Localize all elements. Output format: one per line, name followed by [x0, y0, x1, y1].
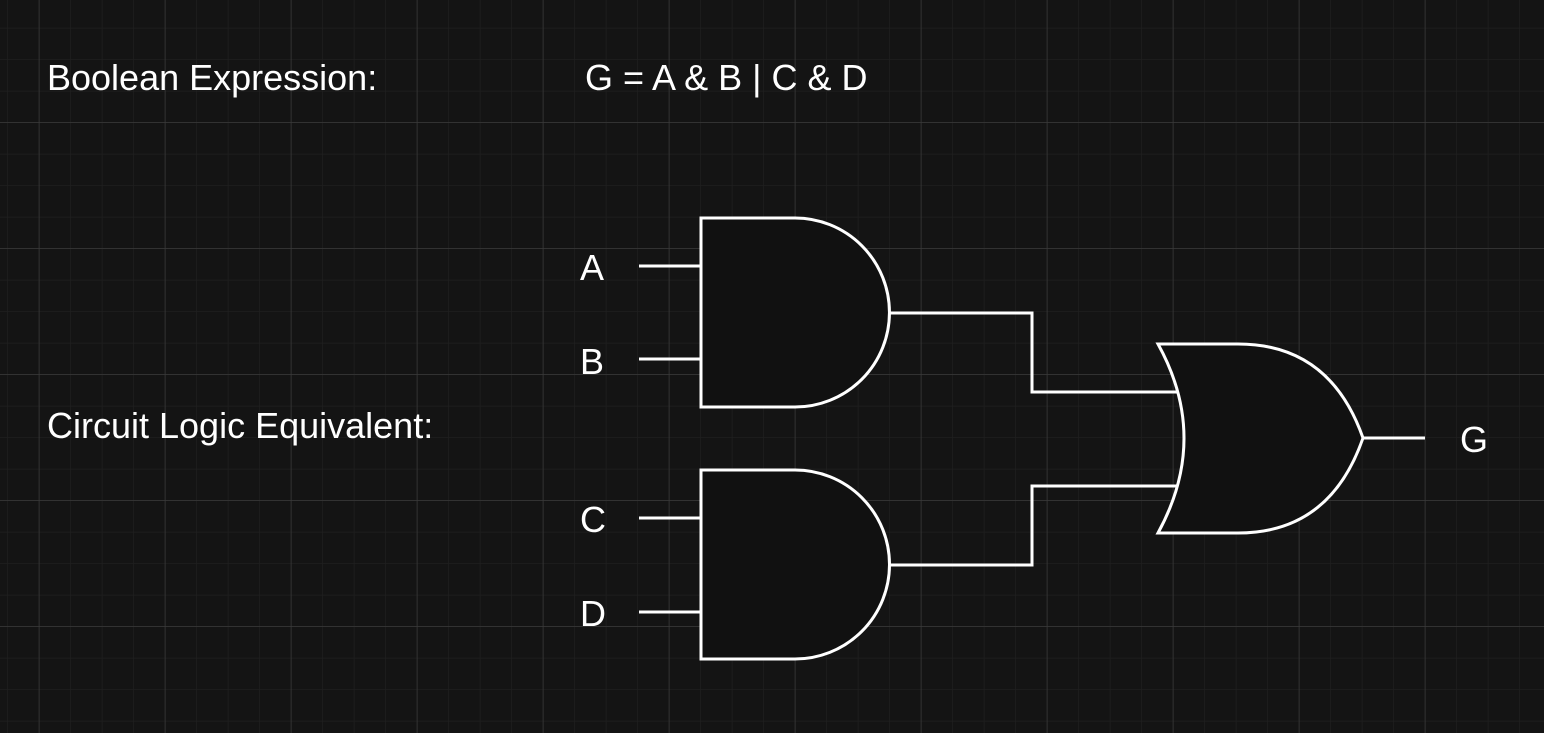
- input-label-d: D: [580, 593, 606, 634]
- boolean-expression-title: Boolean Expression:: [47, 57, 378, 98]
- wire-and1-or: [890, 311, 1178, 394]
- input-label-a: A: [580, 247, 605, 288]
- and-gate-1: [699, 216, 891, 409]
- wire-and2-or: [890, 484, 1178, 567]
- boolean-expression: G = A & B | C & D: [585, 57, 868, 98]
- input-label-b: B: [580, 341, 605, 382]
- output-label-g: G: [1460, 419, 1489, 460]
- circuit-logic-title: Circuit Logic Equivalent:: [47, 405, 434, 446]
- or-gate: [1155, 342, 1365, 535]
- input-label-c: C: [580, 499, 606, 540]
- and-gate-2: [699, 468, 891, 661]
